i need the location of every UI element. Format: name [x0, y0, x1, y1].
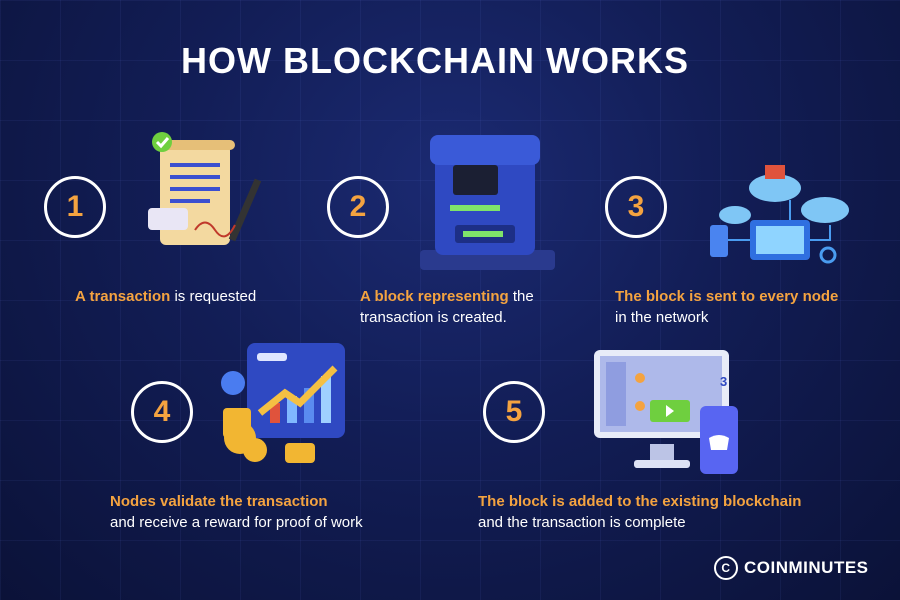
step-1-text: is requested: [170, 288, 257, 305]
step-2-caption: A block representing the transaction is …: [360, 286, 570, 328]
step-2-text: the transaction is created.: [360, 288, 534, 326]
eth-count: 3: [720, 374, 728, 389]
step-4-text: and receive a reward for proof of work: [110, 514, 363, 531]
cloud-network-icon: [710, 165, 849, 264]
step-5-number: 5: [483, 381, 545, 443]
step-5-caption: The block is added to the existing block…: [478, 491, 878, 533]
coinminutes-logo-icon: C: [714, 556, 738, 580]
step-4-highlight: Nodes validate the transaction: [110, 493, 328, 510]
brand-logo: C COINMINUTES: [714, 556, 869, 580]
step-3-highlight: The block is sent to every node: [615, 288, 839, 305]
step-1-highlight: A transaction: [75, 288, 171, 305]
step-3-caption: The block is sent to every node in the ne…: [615, 286, 875, 328]
step-4-number: 4: [131, 381, 193, 443]
step-2-number: 2: [327, 176, 389, 238]
step-1-caption: A transaction is requested: [75, 286, 256, 307]
brand-name: COINMINUTES: [744, 558, 869, 577]
page-title: HOW BLOCKCHAIN WORKS: [181, 40, 689, 81]
step-3-number: 3: [605, 176, 667, 238]
growth-chart-coins-icon: [221, 343, 345, 463]
step-4-caption: Nodes validate the transaction and receiv…: [110, 491, 410, 533]
computer-icon: [594, 350, 738, 474]
computer-phone-icon: 3: [592, 348, 742, 480]
atm-machine-icon: [420, 135, 555, 270]
step-2-highlight: A block representing: [360, 288, 509, 305]
step-3-text: in the network: [615, 309, 709, 326]
step-5-text: and the transaction is complete: [478, 514, 686, 531]
step-1-number: 1: [44, 176, 106, 238]
contract-scroll-icon: [148, 132, 262, 245]
step-5-highlight: The block is added to the existing block…: [478, 493, 802, 510]
